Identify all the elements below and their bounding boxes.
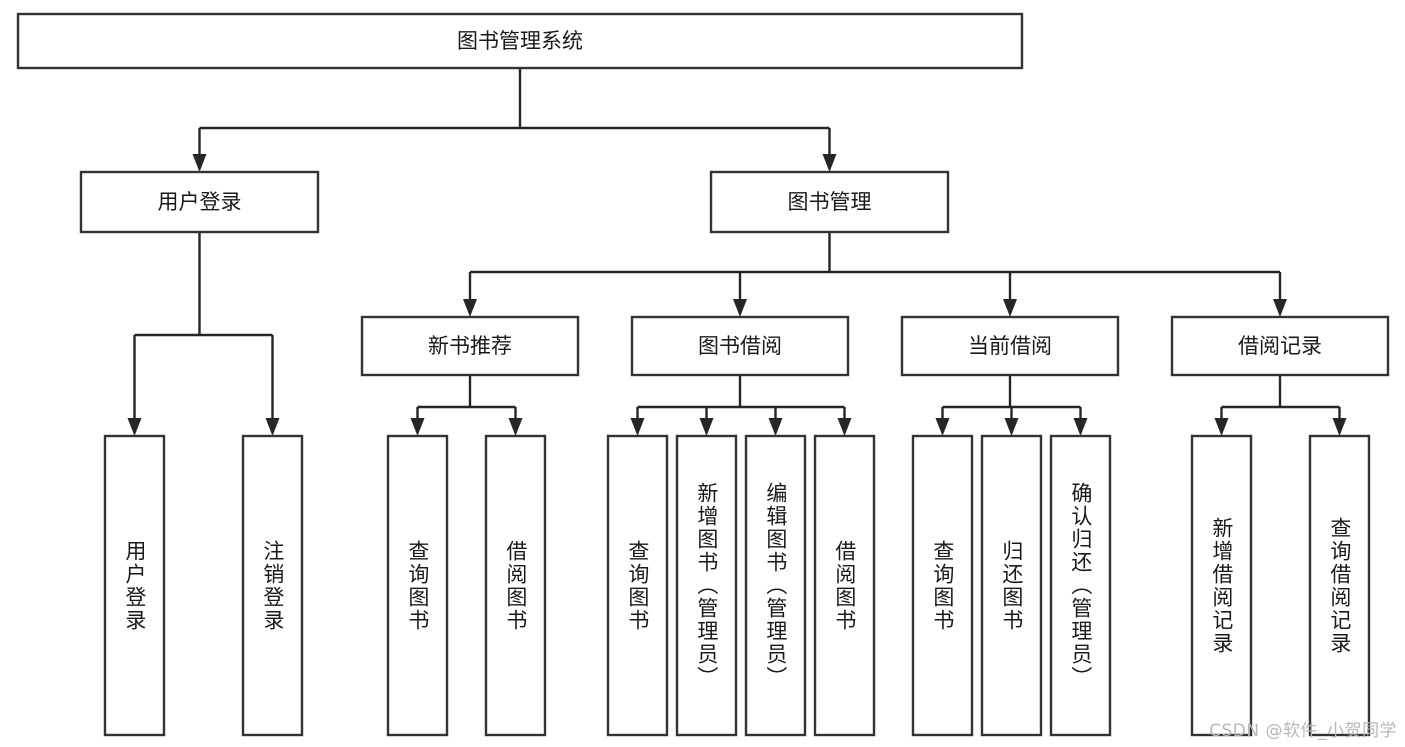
leaf-node-3-box[interactable] [484,434,547,737]
level3-node-1-label: 图书借阅 [698,334,782,358]
level3-node-0-label: 新书推荐 [428,334,512,358]
arrow-to-leaf-2-0 [630,418,645,436]
arrow-to-leaf-2-2 [768,418,783,436]
leaf-node-0-box[interactable] [103,434,166,737]
arrow-to-leaf-3-2 [1073,418,1088,436]
leaf-node-2-box[interactable] [386,434,449,737]
level2-node-0-label: 用户登录 [158,190,242,214]
arrow-to-leaf-0-0 [127,418,142,436]
leaf-node-5-box[interactable] [675,434,738,737]
leaf-node-7-box[interactable] [813,434,876,737]
box-layer [16,12,1390,737]
leaf-node-9-box[interactable] [980,434,1043,737]
leaf-node-8-box[interactable] [911,434,974,737]
arrow-to-leaf-4-0 [1214,418,1229,436]
leaf-node-6-box[interactable] [744,434,807,737]
arrow-to-level2-0 [192,154,207,172]
arrow-to-level3-2 [1003,299,1017,317]
arrow-to-leaf-2-1 [699,418,714,436]
arrow-to-level3-3 [1273,299,1287,317]
level2-node-1-label: 图书管理 [788,190,872,214]
level3-node-3-label: 借阅记录 [1238,334,1322,358]
level3-node-2-box[interactable] [900,315,1120,377]
level2-node-1-box[interactable] [709,170,950,234]
arrow-to-level3-0 [463,299,477,317]
root-node-label: 图书管理系统 [457,29,583,53]
arrow-to-leaf-0-1 [265,418,280,436]
level3-node-3-box[interactable] [1170,315,1390,377]
leaf-node-1-box[interactable] [241,434,304,737]
level3-node-2-label: 当前借阅 [968,334,1052,358]
level3-node-0-box[interactable] [360,315,580,377]
watermark-text: CSDN @软件_小贺同学 [1209,721,1397,741]
arrow-to-leaf-1-0 [410,418,425,436]
leaf-node-11-box[interactable] [1190,434,1253,737]
arrow-to-leaf-1-1 [508,418,523,436]
connector-layer [127,68,1347,436]
arrow-to-leaf-4-1 [1332,418,1347,436]
level2-node-0-box[interactable] [79,170,320,234]
leaf-node-4-box[interactable] [606,434,669,737]
level3-node-1-box[interactable] [630,315,850,377]
leaf-node-10-box[interactable] [1049,434,1112,737]
arrow-to-level2-1 [822,154,837,172]
arrow-to-level3-1 [733,299,747,317]
root-node-box[interactable] [16,12,1024,70]
leaf-node-12-box[interactable] [1308,434,1371,737]
arrow-to-leaf-2-3 [837,418,852,436]
arrow-to-leaf-3-0 [935,418,950,436]
arrow-to-leaf-3-1 [1004,418,1019,436]
